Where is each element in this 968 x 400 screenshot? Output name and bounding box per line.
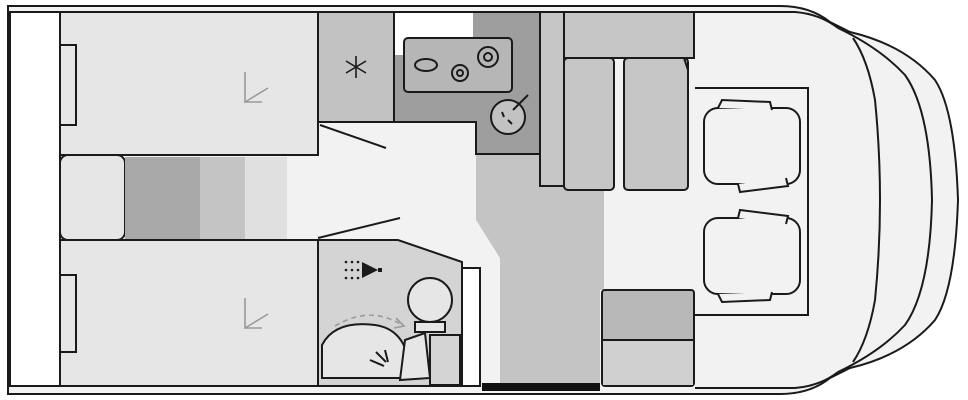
gas-burner-icon <box>414 58 438 72</box>
side-bench-back <box>539 11 565 187</box>
gas-burner-icon <box>477 46 499 68</box>
door-swing-line <box>317 124 401 239</box>
step-light <box>245 157 287 239</box>
pillow-lower <box>60 274 77 353</box>
step-mid <box>200 157 245 239</box>
cab-seat-icon[interactable] <box>703 208 801 304</box>
bed-lower <box>59 239 319 387</box>
bed-step-box <box>59 154 126 241</box>
overhead-cabinet <box>563 11 695 59</box>
wardrobe-hanger-icon <box>244 72 269 104</box>
cab-wall <box>695 11 839 389</box>
washbasin-icon <box>407 277 453 333</box>
bed-upper <box>59 11 319 156</box>
shower-icon <box>344 260 382 280</box>
side-bench-seat-1 <box>563 57 615 191</box>
snowflake-icon <box>345 56 367 78</box>
wardrobe-hanger-icon <box>244 298 269 330</box>
gas-burner-icon <box>451 64 469 82</box>
step-dark <box>125 157 200 239</box>
cab-dashboard <box>852 37 882 363</box>
toilet-icon <box>321 323 461 386</box>
entry-door[interactable] <box>482 383 600 391</box>
swivel-arrow <box>334 314 403 327</box>
cab-floor-edge <box>695 87 809 316</box>
bench-armrest <box>683 57 689 71</box>
pillow-upper <box>60 44 77 126</box>
aisle-floor <box>476 152 604 384</box>
side-bench-seat-2 <box>623 57 689 191</box>
front-bench-cushion <box>603 341 693 385</box>
cab-seat-icon[interactable] <box>703 98 801 194</box>
rear-wall <box>9 11 61 387</box>
swivel-arrow-head <box>393 317 406 329</box>
windscreen <box>837 27 934 373</box>
sink-icon <box>490 94 529 135</box>
bathroom-door-jamb <box>461 267 481 387</box>
